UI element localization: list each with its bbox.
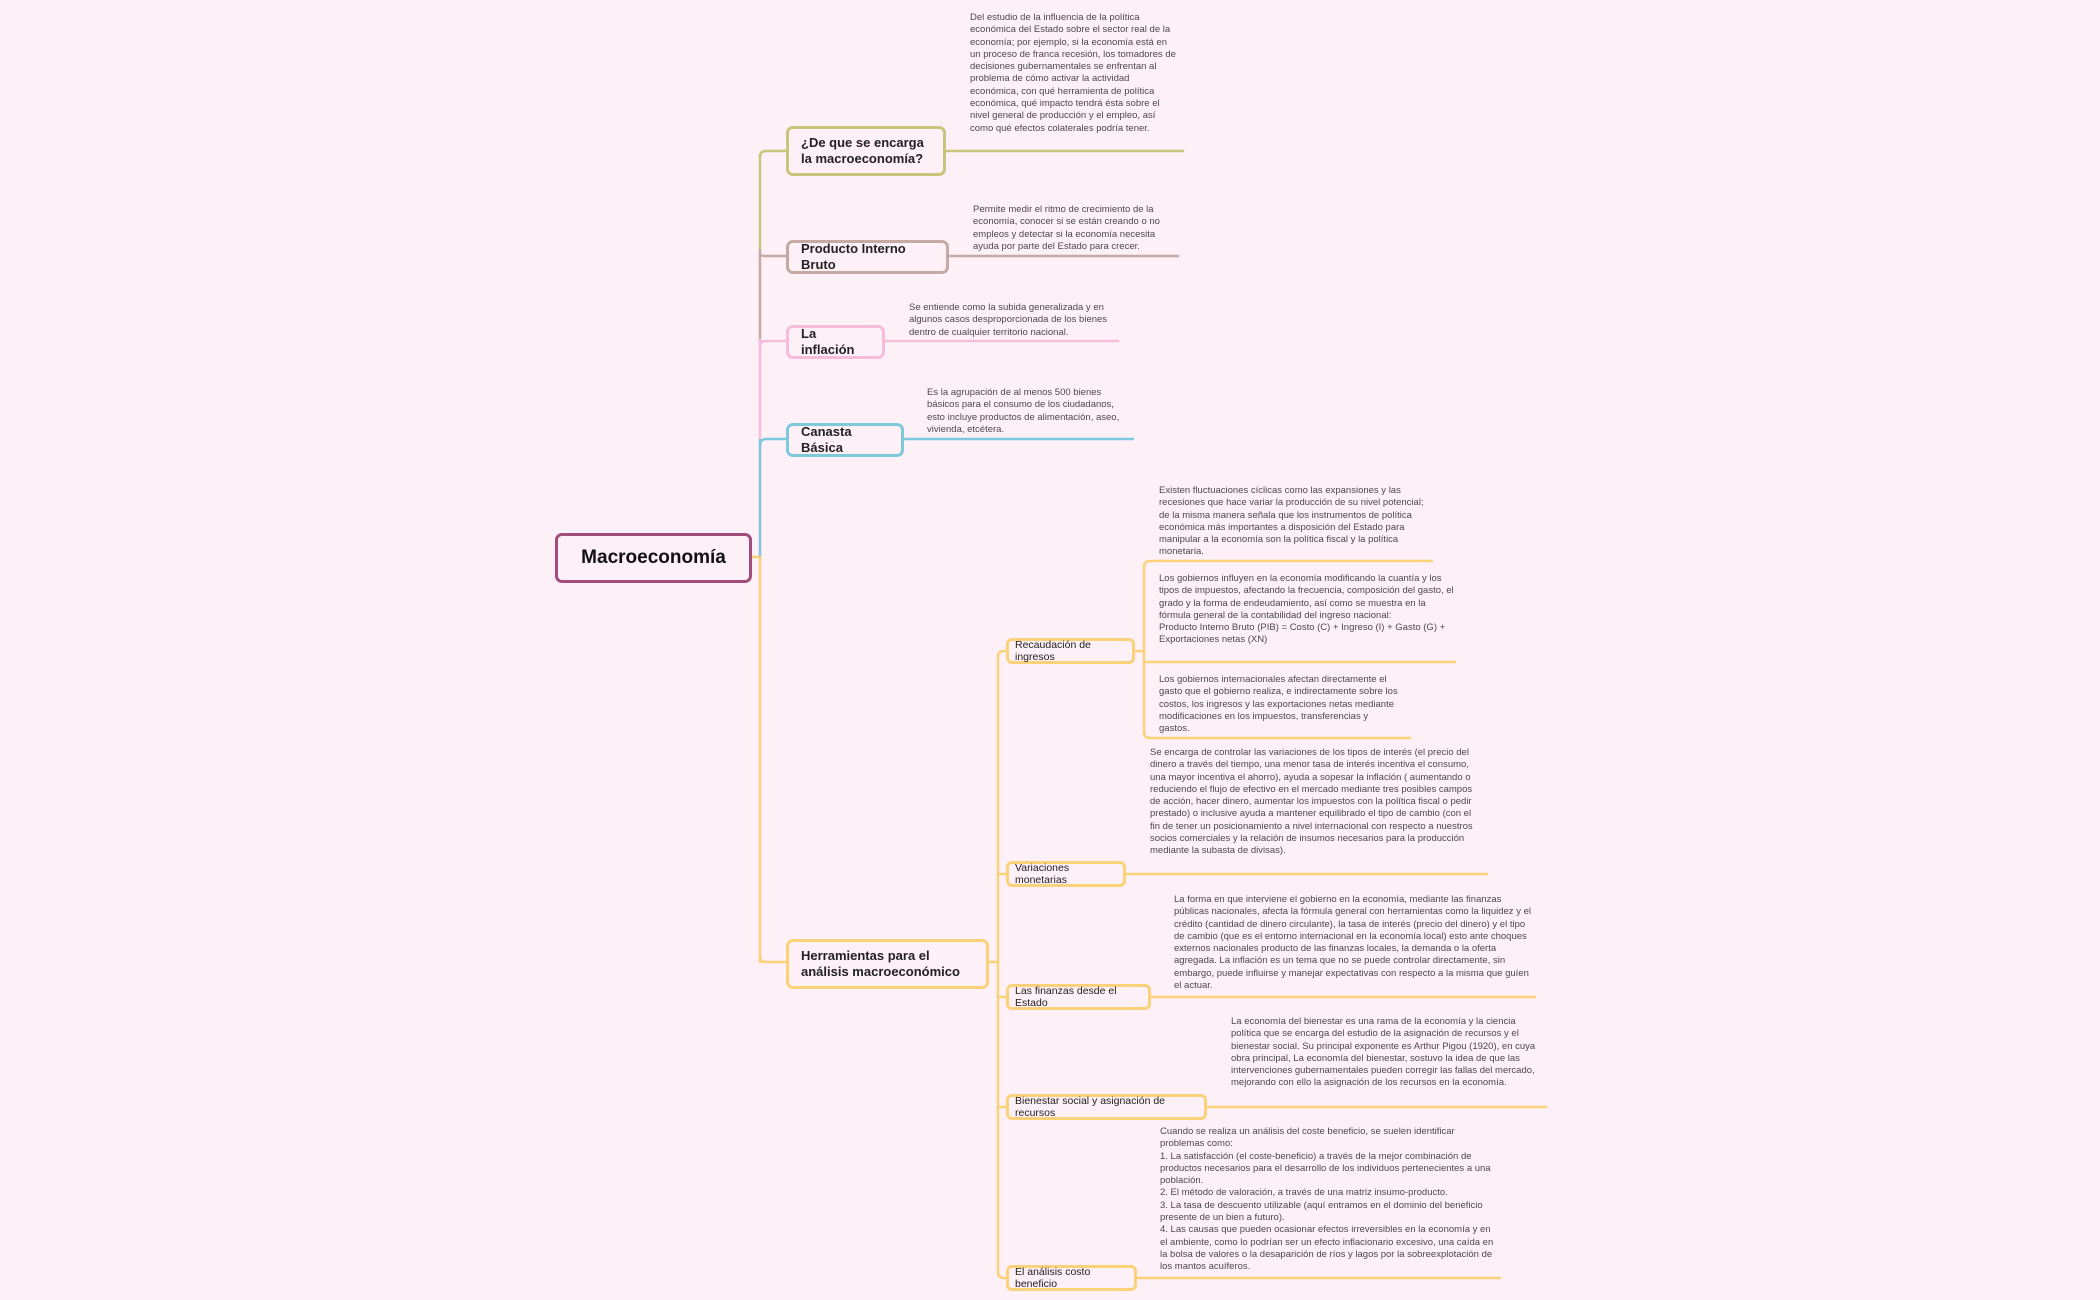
sub-label: El análisis costo beneficio bbox=[1015, 1266, 1091, 1290]
sub-note: Cuando se realiza un análisis del coste … bbox=[1160, 1126, 1494, 1273]
branch-note: Se entiende como la subida generalizada … bbox=[909, 302, 1108, 338]
root-node[interactable]: Macroeconomía bbox=[555, 533, 752, 583]
sub-recaudacion-de-ingresos[interactable]: Recaudación de ingresos bbox=[1006, 638, 1135, 664]
root-label: Macroeconomía bbox=[581, 547, 726, 568]
branch-la-inflacion[interactable]: La inflación bbox=[786, 325, 885, 359]
branch-canasta-basica[interactable]: Canasta Básica bbox=[786, 423, 904, 457]
sub-note: La economía del bienestar es una rama de… bbox=[1231, 1016, 1536, 1089]
branch-herramientas[interactable]: Herramientas para el análisis macroeconó… bbox=[786, 939, 989, 989]
sub-label: Variaciones monetarias bbox=[1015, 862, 1070, 886]
branch-label: Producto Interno Bruto bbox=[801, 241, 906, 272]
sub-note: Los gobiernos internacionales afectan di… bbox=[1159, 674, 1398, 735]
branch-note: Permite medir el ritmo de crecimiento de… bbox=[973, 204, 1160, 252]
sub-note: Se encarga de controlar las variaciones … bbox=[1150, 747, 1473, 857]
branch-label: La inflación bbox=[801, 326, 855, 357]
sub-bienestar-social[interactable]: Bienestar social y asignación de recurso… bbox=[1006, 1094, 1207, 1120]
sub-las-finanzas-desde-el-estado[interactable]: Las finanzas desde el Estado bbox=[1006, 984, 1151, 1010]
branch-producto-interno-bruto[interactable]: Producto Interno Bruto bbox=[786, 240, 949, 274]
sub-variaciones-monetarias[interactable]: Variaciones monetarias bbox=[1006, 861, 1126, 887]
branch-label: Herramientas para el análisis macroeconó… bbox=[801, 948, 960, 979]
sub-label: Las finanzas desde el Estado bbox=[1015, 985, 1117, 1009]
branch-de-que-se-encarga[interactable]: ¿De que se encarga la macroeconomía? bbox=[786, 126, 946, 176]
sub-note: Los gobiernos influyen en la economía mo… bbox=[1159, 573, 1454, 646]
sub-analisis-costo-beneficio[interactable]: El análisis costo beneficio bbox=[1006, 1265, 1137, 1291]
branch-note: Del estudio de la influencia de la polít… bbox=[970, 12, 1176, 134]
branch-label: Canasta Básica bbox=[801, 424, 852, 455]
sub-label: Bienestar social y asignación de recurso… bbox=[1015, 1095, 1166, 1119]
sub-note: La forma en que interviene el gobierno e… bbox=[1174, 894, 1531, 992]
branch-label: ¿De que se encarga la macroeconomía? bbox=[801, 135, 924, 166]
sub-note: Existen fluctuaciones cíclicas como las … bbox=[1159, 485, 1424, 558]
sub-label: Recaudación de ingresos bbox=[1015, 639, 1091, 663]
branch-note: Es la agrupación de al menos 500 bienes … bbox=[927, 387, 1120, 435]
